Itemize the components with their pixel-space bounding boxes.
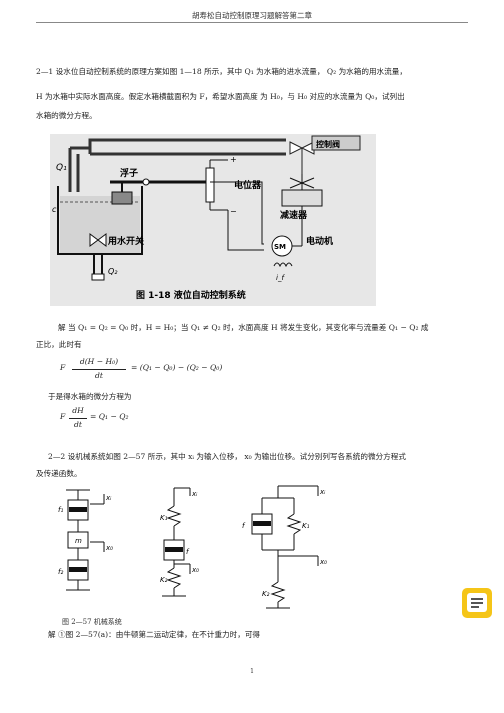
control-valve-icon [289, 135, 361, 174]
reducer-icon [281, 174, 323, 234]
water-tank [57, 186, 143, 255]
potentiometer-icon [205, 159, 228, 211]
a-xo-label: x₀ [105, 544, 113, 552]
solution-2-1-line-1: 解 当 Q₁ = Q₂ = Q₀ 时，H = H₀；当 Q₁ ≠ Q₂ 时，水面… [58, 323, 429, 332]
q1-label: Q₁ [56, 163, 67, 173]
c-xi-label: xᵢ [319, 488, 326, 496]
page-number: 1 [250, 668, 254, 675]
solution-2-2-line-1: 解 ①图 2—57(a)：由牛顿第二运动定律，在不计重力时，可得 [48, 630, 261, 639]
float-icon [110, 178, 210, 205]
page-header: 胡寿松自动控制原理习题解答第二章 [192, 11, 312, 20]
b-k2-label: K₂ [160, 576, 168, 584]
b-k1-label: K₁ [160, 514, 168, 522]
a-xi-label: xᵢ [105, 494, 112, 502]
a-f1-label: f₁ [58, 506, 63, 514]
b-xo-label: x₀ [191, 566, 199, 574]
minus-label: − [230, 207, 237, 216]
eq1-left: F [60, 363, 66, 372]
b-xi-label: xᵢ [191, 490, 198, 498]
valve-label: 控制阀 [316, 139, 340, 149]
q2-label: Q₂ [108, 267, 118, 276]
system-a [66, 489, 105, 591]
a-mass-label: m [75, 537, 82, 545]
eq2-denominator: dt [74, 420, 82, 429]
figure-1-18: 控制阀 Q₁ c 浮子 + − 电位器 [50, 134, 376, 306]
figure-2-57-caption: 图 2—57 机械系统 [62, 618, 122, 626]
problem-2-1-line-3: 水箱的微分方程。 [36, 111, 97, 120]
eq1-right: = (Q₁ − Q₀) − (Q₂ − Q₀) [131, 363, 223, 372]
water-switch-label: 用水开关 [107, 235, 144, 247]
float-label: 浮子 [120, 167, 138, 179]
eq1-numerator: d(H − H₀) [79, 357, 119, 366]
plus-label: + [230, 155, 237, 164]
header-divider [36, 22, 468, 23]
c-f-label: f [242, 522, 246, 530]
solution-2-1-line-2: 正比，此时有 [36, 340, 82, 349]
eq2-fraction-bar [69, 418, 87, 419]
c-xo-label: x₀ [319, 558, 327, 566]
c-k1-label: K₁ [302, 522, 310, 530]
motor-symbol: SM [274, 243, 286, 251]
eq2-numerator: dH [72, 406, 84, 415]
c-k2-label: K₂ [262, 590, 270, 598]
motor-icon [271, 234, 303, 268]
problem-2-2-line-2: 及传递函数。 [36, 469, 82, 478]
problem-2-1-line-1: 2—1 设水位自动控制系统的原理方案如图 1—18 所示，其中 Q₁ 为水箱的进… [36, 67, 407, 76]
eq1-denominator: dt [95, 371, 103, 380]
eq2-right: = Q₁ − Q₂ [90, 412, 129, 421]
problem-2-2-line-1: 2—2 设机械系统如图 2—57 所示，其中 xᵢ 为输入位移， x₀ 为输出位… [48, 452, 406, 461]
figure-1-18-caption: 图 1-18 液位自动控制系统 [136, 289, 246, 301]
potentiometer-label: 电位器 [234, 179, 262, 191]
system-c [251, 485, 319, 609]
b-f-label: f [186, 548, 190, 556]
notes-button[interactable] [462, 588, 492, 618]
reducer-label: 减速器 [280, 209, 308, 221]
problem-2-1-line-2: H 为水箱中实际水面高度。假定水箱横截面积为 F，希望水面高度 为 H₀，与 H… [36, 92, 405, 101]
a-f2-label: f₂ [58, 568, 63, 576]
c-label: c [52, 205, 57, 214]
eq2-left: F [60, 412, 66, 421]
system-b [162, 487, 191, 597]
eq1-fraction-bar [72, 369, 126, 370]
liquid-level-diagram: 控制阀 Q₁ c 浮子 + − 电位器 [50, 134, 376, 306]
motor-label: 电动机 [306, 235, 333, 247]
notes-icon [467, 593, 487, 612]
mechanical-systems-diagram: xᵢ x₀ f₁ m f₂ xᵢ K₁ f x₀ K₂ [58, 485, 327, 609]
figure-2-57: xᵢ x₀ f₁ m f₂ xᵢ K₁ f x₀ K₂ [56, 484, 356, 614]
water-switch-icon [89, 233, 107, 281]
if-label: i_f [276, 274, 285, 282]
solution-2-1-line-3: 于是得水箱的微分方程为 [48, 392, 132, 401]
